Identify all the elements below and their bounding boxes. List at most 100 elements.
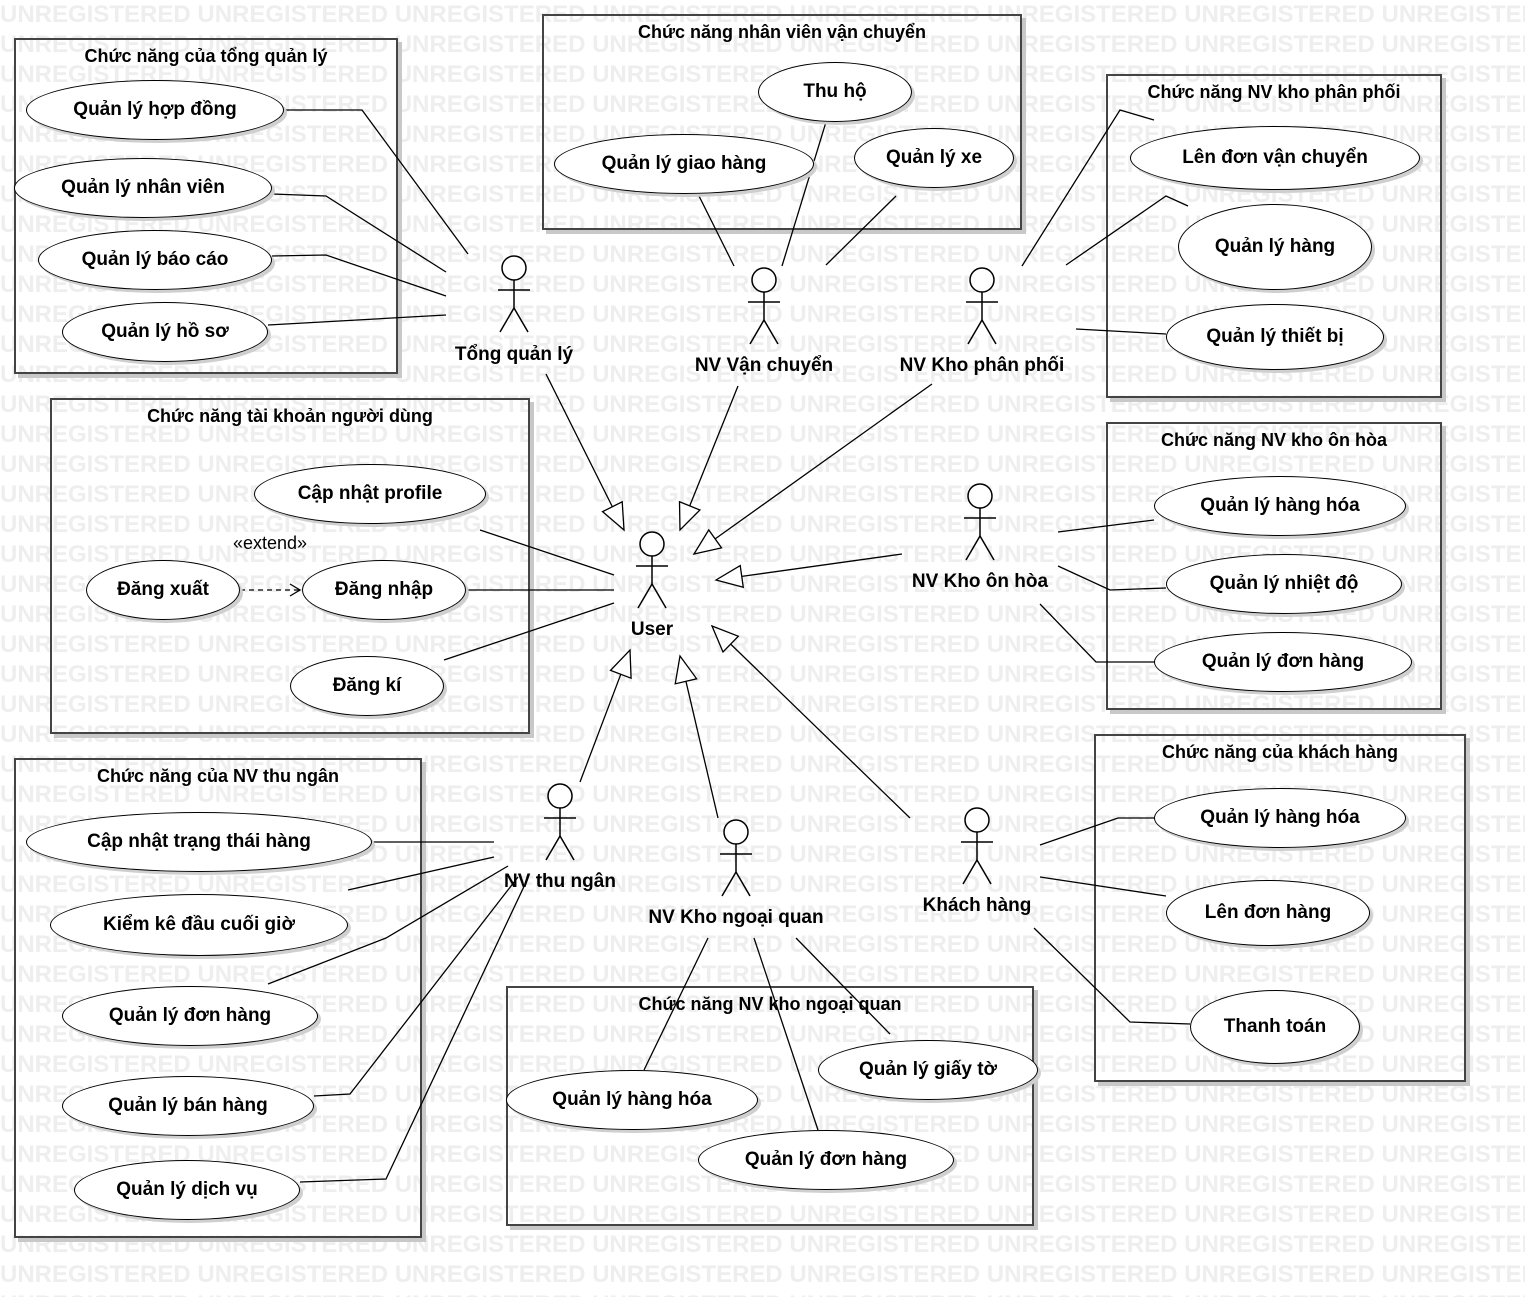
- usecase-oh-ql-don-hang[interactable]: Quản lý đơn hàng: [1154, 632, 1412, 692]
- package-title: Chức năng NV kho phân phối: [1147, 82, 1401, 102]
- usecase-dang-ki[interactable]: Đăng kí: [290, 656, 444, 716]
- assoc-giao-hang: [697, 193, 735, 267]
- usecase-len-don-hang[interactable]: Lên đơn hàng: [1166, 880, 1370, 946]
- package-title: Chức năng tài khoản người dùng: [147, 406, 433, 426]
- assoc-nq-don-hang: [753, 937, 819, 1131]
- usecase-thu-ho[interactable]: Thu hộ: [758, 62, 912, 122]
- assoc-nhan-vien: [271, 193, 447, 273]
- usecase-ql-giao-hang[interactable]: Quản lý giao hàng: [554, 134, 814, 194]
- package-title: Chức năng nhân viên vận chuyển: [637, 22, 927, 42]
- package-title: Chức năng của NV thu ngân: [96, 766, 340, 786]
- usecase-ql-ho-so[interactable]: Quản lý hồ sơ: [62, 302, 268, 362]
- usecase-cap-nhat-trang-thai[interactable]: Cập nhật trạng thái hàng: [26, 812, 372, 872]
- gen-nv-kho-on-hoa-line: [741, 553, 903, 578]
- gen-nv-kho-phan-phoi-line: [714, 383, 933, 540]
- usecase-dang-xuat[interactable]: Đăng xuất: [86, 560, 240, 620]
- usecase-ql-ban-hang[interactable]: Quản lý bán hàng: [62, 1076, 314, 1136]
- package-title: Chức năng của khách hàng: [1161, 742, 1399, 762]
- actor-label-nv-van-chuyen[interactable]: NV Vận chuyển: [694, 355, 834, 376]
- assoc-ho-so: [267, 314, 447, 326]
- gen-khach-hang-arrowhead: [710, 624, 740, 654]
- gen-khach-hang-line: [730, 643, 911, 819]
- assoc-bao-cao: [271, 254, 447, 297]
- usecase-ql-dich-vu[interactable]: Quản lý dịch vụ: [74, 1160, 300, 1220]
- assoc-xe: [825, 195, 897, 266]
- actor-label-nv-kho-ngoai-quan[interactable]: NV Kho ngoại quan: [648, 907, 824, 928]
- usecase-cap-nhat-profile[interactable]: Cập nhật profile: [254, 464, 486, 524]
- assoc-thanh-toan: [1033, 927, 1191, 1025]
- usecase-len-don-van-chuyen[interactable]: Lên đơn vận chuyển: [1130, 126, 1420, 190]
- assoc-dang-ki: [443, 602, 615, 661]
- usecase-kiem-ke[interactable]: Kiểm kê đầu cuối giờ: [50, 894, 348, 956]
- actor-label-nv-thu-ngan[interactable]: NV thu ngân: [504, 871, 616, 892]
- gen-nv-thu-ngan-line: [579, 674, 622, 783]
- assoc-giay-to: [795, 937, 891, 1035]
- package-tai-khoan: Chức năng tài khoản người dùng: [50, 398, 530, 734]
- package-title: Chức năng NV kho ngoại quan: [638, 994, 902, 1014]
- usecase-ql-hop-dong[interactable]: Quản lý hợp đồng: [26, 80, 284, 140]
- package-nv-kho-on-hoa: Chức năng NV kho ôn hòa: [1106, 422, 1442, 710]
- actor-label-user[interactable]: User: [630, 619, 674, 640]
- gen-nv-kho-on-hoa-arrowhead: [714, 564, 745, 589]
- usecase-ql-xe[interactable]: Quản lý xe: [854, 128, 1014, 188]
- actor-user-figure[interactable]: [636, 531, 668, 609]
- assoc-thu-ho: [781, 121, 827, 267]
- package-title: Chức năng NV kho ôn hòa: [1160, 430, 1388, 450]
- assoc-len-don-hang: [1039, 876, 1167, 897]
- assoc-dich-vu: [299, 877, 529, 1183]
- actor-nv-van-chuyen-figure[interactable]: [748, 267, 780, 345]
- actor-nv-thu-ngan-figure[interactable]: [544, 783, 576, 861]
- assoc-ban-hang: [313, 876, 519, 1097]
- assoc-nq-hang-hoa: [643, 937, 709, 1071]
- assoc-hop-dong: [284, 109, 469, 255]
- assoc-oh-hang-hoa: [1057, 519, 1155, 533]
- usecase-nq-ql-hang-hoa[interactable]: Quản lý hàng hóa: [506, 1070, 758, 1130]
- usecase-ql-giay-to[interactable]: Quản lý giấy tờ: [818, 1040, 1038, 1100]
- actor-label-nv-kho-on-hoa[interactable]: NV Kho ôn hòa: [911, 571, 1049, 592]
- gen-tong-quan-ly-line: [545, 373, 613, 508]
- actor-tong-quan-ly-figure[interactable]: [498, 255, 530, 333]
- usecase-thanh-toan[interactable]: Thanh toán: [1190, 990, 1360, 1064]
- assoc-nhiet-do: [1057, 565, 1167, 591]
- actor-khach-hang-figure[interactable]: [961, 807, 993, 885]
- gen-tong-quan-ly-arrowhead: [601, 500, 625, 532]
- assoc-kiem-ke: [347, 856, 495, 891]
- gen-nv-van-chuyen-arrowhead: [678, 500, 702, 532]
- extend-arrowhead: [289, 583, 302, 597]
- assoc-len-don-van-chuyen: [1021, 109, 1155, 267]
- gen-nv-thu-ngan-arrowhead: [609, 648, 632, 680]
- gen-nv-kho-ngoai-quan-arrowhead: [674, 654, 698, 685]
- usecase-tn-ql-don-hang[interactable]: Quản lý đơn hàng: [62, 986, 318, 1046]
- usecase-pp-ql-hang[interactable]: Quản lý hàng: [1178, 204, 1372, 290]
- package-tong-quan-ly: Chức năng của tổng quản lý: [14, 38, 398, 374]
- usecase-oh-ql-hang-hoa[interactable]: Quản lý hàng hóa: [1154, 476, 1406, 536]
- extend-label: «extend»: [233, 533, 308, 553]
- gen-nv-van-chuyen-line: [689, 385, 739, 507]
- package-nhan-vien-van-chuyen: Chức năng nhân viên vận chuyển: [542, 14, 1022, 230]
- package-khach-hang: Chức năng của khách hàng: [1094, 734, 1466, 1082]
- actor-label-nv-kho-phan-phoi[interactable]: NV Kho phân phối: [899, 355, 1065, 376]
- gen-nv-kho-ngoai-quan-line: [685, 681, 719, 819]
- gen-nv-kho-phan-phoi-arrowhead: [692, 528, 723, 555]
- assoc-pp-hang: [1065, 195, 1189, 266]
- usecase-ql-nhan-vien[interactable]: Quản lý nhân viên: [14, 158, 272, 218]
- actor-label-khach-hang[interactable]: Khách hàng: [922, 895, 1032, 916]
- assoc-kh-hang-hoa: [1039, 817, 1154, 846]
- usecase-nq-ql-don-hang[interactable]: Quản lý đơn hàng: [698, 1130, 954, 1190]
- usecase-ql-thiet-bi[interactable]: Quản lý thiết bị: [1166, 304, 1384, 370]
- assoc-oh-don-hang: [1039, 603, 1154, 663]
- assoc-profile: [479, 529, 615, 576]
- package-title: Chức năng của tổng quản lý: [84, 46, 328, 66]
- assoc-thiet-bi: [1075, 328, 1167, 335]
- actor-label-tong-quan-ly[interactable]: Tổng quản lý: [454, 344, 574, 365]
- assoc-tn-don-hang: [267, 865, 509, 985]
- usecase-kh-ql-hang-hoa[interactable]: Quản lý hàng hóa: [1154, 788, 1406, 848]
- usecase-dang-nhap[interactable]: Đăng nhập: [302, 560, 466, 620]
- actor-nv-kho-on-hoa-figure[interactable]: [964, 483, 996, 561]
- usecase-ql-nhiet-do[interactable]: Quản lý nhiệt độ: [1166, 554, 1402, 614]
- usecase-ql-bao-cao[interactable]: Quản lý báo cáo: [38, 230, 272, 290]
- actor-nv-kho-phan-phoi-figure[interactable]: [966, 267, 998, 345]
- actor-nv-kho-ngoai-quan-figure[interactable]: [720, 819, 752, 897]
